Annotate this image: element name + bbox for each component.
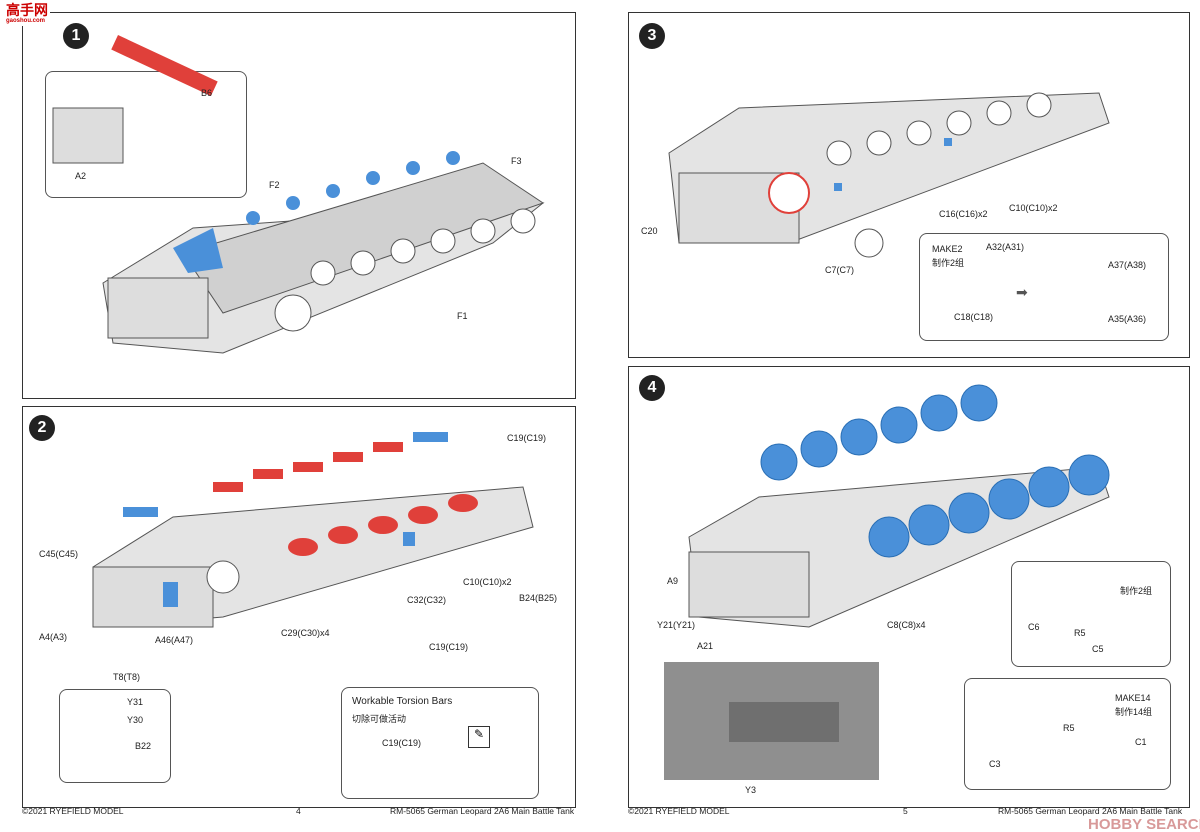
make-inset: MAKE2 制作2组 A32(A31) A37(A38) C18(C18) A3… [919,233,1169,341]
hull-drawing [52,35,545,354]
part-label: A4(A3) [39,632,68,642]
part-label: B6 [201,88,213,98]
step-2-panel: 2 Workable Torsion Bars 切除可做活动 C19(C19) … [22,406,576,808]
step-number: 1 [63,23,89,49]
part-label: Y3 [745,785,757,795]
part-label: Y30 [127,715,144,725]
part-label: B24(B25) [519,593,558,603]
part-label: C19(C19) [429,642,469,652]
make-count: MAKE2 [932,244,963,254]
part-label: C10(C10)x2 [463,577,512,587]
part-label: A21 [697,641,714,651]
knife-icon: ✎ [468,726,490,748]
part-label: C19(C19) [382,738,422,748]
part-label: Y31 [127,697,144,707]
part-label: A32(A31) [986,242,1025,252]
arrow-icon: ➡ [1016,284,1028,300]
part-label: F3 [511,156,522,166]
hobby-search-watermark: HOBBY SEARCH [1088,816,1200,832]
footer-title: RM-5065 German Leopard 2A6 Main Battle T… [390,806,575,816]
part-label: A9 [667,576,679,586]
inset-title: Workable Torsion Bars [352,696,453,707]
part-label: A2 [75,171,87,181]
step-number: 2 [29,415,55,441]
part-label: C16(C16)x2 [939,209,988,219]
part-label: C45(C45) [39,549,79,559]
hull-drawing [668,92,1110,258]
part-label: B22 [135,741,152,751]
detail-inset [59,689,171,783]
part-label: A37(A38) [1108,260,1147,270]
step-1-panel: 1 B6 A2 F2 F3 F1 [22,12,576,399]
site-logo-text: 高手网 [6,2,48,18]
part-label: C7(C7) [825,265,855,275]
step-number: 4 [639,375,665,401]
torsion-bar-inset: Workable Torsion Bars 切除可做活动 C19(C19) ✎ [341,687,539,799]
make-count-cn: 制作2组 [932,258,965,268]
part-label: C10(C10)x2 [1009,203,1058,213]
part-label: R5 [1074,628,1086,638]
part-label: A35(A36) [1108,314,1147,324]
part-label: C18(C18) [954,312,994,322]
footer-page-number: 4 [296,806,301,816]
part-label: R5 [1063,723,1075,733]
step-number: 3 [639,23,665,49]
footer-copyright: ©2021 RYEFIELD MODEL [22,806,124,816]
part-label: F2 [269,180,280,190]
site-logo-subtext: gaoshou.com [6,18,46,25]
wheel-inset-1: 制作2组 C6 R5 C5 [1011,561,1171,667]
part-label: C29(C30)x4 [281,628,330,638]
make-count-cn: 制作2组 [1120,586,1153,596]
part-label: A46(A47) [155,635,194,645]
step-4-panel: 4 制作2组 C6 R5 C5 MAKE14 制作14组 R5 C1 C3 A9… [628,366,1190,808]
part-label: C20 [641,226,658,236]
part-label: C5 [1092,644,1104,654]
part-label: T8(T8) [113,672,140,682]
part-label: C6 [1028,622,1040,632]
make-count: MAKE14 [1115,693,1151,703]
hull-drawing [92,432,534,628]
part-label: C19(C19) [507,433,547,443]
step-3-panel: 3 MAKE2 制作2组 A32(A31) A37(A38) C18(C18) … [628,12,1190,358]
part-label: F1 [457,311,468,321]
make-count-cn: 制作14组 [1115,707,1153,717]
part-label: C8(C8)x4 [887,620,926,630]
part-label: C32(C32) [407,595,447,605]
wheel-inset-2: MAKE14 制作14组 R5 C1 C3 [964,678,1171,790]
hull-drawing [664,384,1110,780]
inset-subtitle: 切除可做活动 [352,714,407,724]
part-label: Y21(Y21) [657,620,696,630]
part-label: C1 [1135,737,1147,747]
footer-title: RM-5065 German Leopard 2A6 Main Battle T… [998,806,1183,816]
footer-copyright: ©2021 RYEFIELD MODEL [628,806,730,816]
footer-page-number: 5 [903,806,908,816]
part-label: C3 [989,759,1001,769]
